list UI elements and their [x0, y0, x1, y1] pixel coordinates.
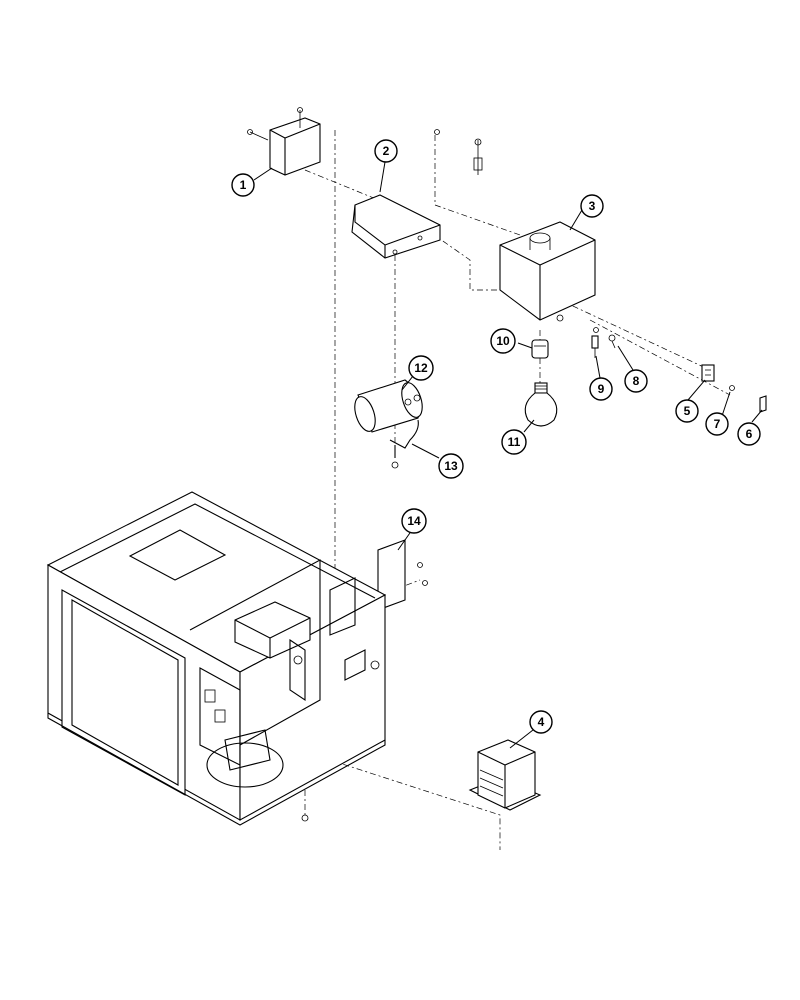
part-3-lamp-housing — [434, 129, 596, 322]
part-7-screw — [729, 385, 735, 391]
part-12-capacitor — [354, 379, 423, 433]
callout-8-label: 8 — [633, 374, 640, 388]
part-1-bracket — [247, 107, 321, 176]
callout-13-label: 13 — [444, 459, 458, 473]
callout-4: 4 — [529, 710, 553, 734]
callout-13: 13 — [438, 453, 464, 479]
callout-11-label: 11 — [508, 435, 521, 449]
callout-9-label: 9 — [598, 382, 605, 396]
callout-3-label: 3 — [589, 199, 596, 213]
callout-14-label: 14 — [407, 514, 421, 528]
callout-10: 10 — [490, 328, 516, 354]
callout-1-label: 1 — [240, 178, 247, 192]
part-13-capacitor-strap — [389, 419, 419, 469]
callout-9: 9 — [589, 377, 613, 401]
part-2-shelf-bracket — [351, 194, 441, 259]
callout-12-label: 12 — [414, 361, 428, 375]
callout-11: 11 — [501, 429, 527, 455]
callout-1: 1 — [231, 173, 255, 197]
callout-10-label: 10 — [496, 334, 510, 348]
part-6-actuator — [759, 395, 767, 413]
part-5-switch — [701, 364, 715, 382]
callout-8: 8 — [624, 369, 648, 393]
part-9-fuse-clip — [591, 327, 599, 358]
callout-6: 6 — [737, 422, 761, 446]
callout-5: 5 — [675, 399, 699, 423]
callout-12: 12 — [408, 355, 434, 381]
callout-3: 3 — [580, 194, 604, 218]
callout-4-label: 4 — [538, 715, 545, 729]
part-8-screw — [608, 334, 616, 349]
part-11-lamp-bulb — [524, 382, 558, 427]
part-10-lamp-socket — [531, 339, 549, 359]
callout-2: 2 — [374, 139, 398, 163]
part-14-cover-plate — [377, 539, 428, 611]
leader-lines — [253, 161, 763, 749]
callout-7: 7 — [705, 412, 729, 436]
microwave-chassis — [46, 491, 387, 826]
callout-14: 14 — [401, 508, 427, 534]
callout-7-label: 7 — [714, 417, 721, 431]
callout-2-label: 2 — [383, 144, 390, 158]
part-4-transformer — [468, 739, 542, 811]
callout-5-label: 5 — [684, 404, 691, 418]
callout-6-label: 6 — [746, 427, 753, 441]
